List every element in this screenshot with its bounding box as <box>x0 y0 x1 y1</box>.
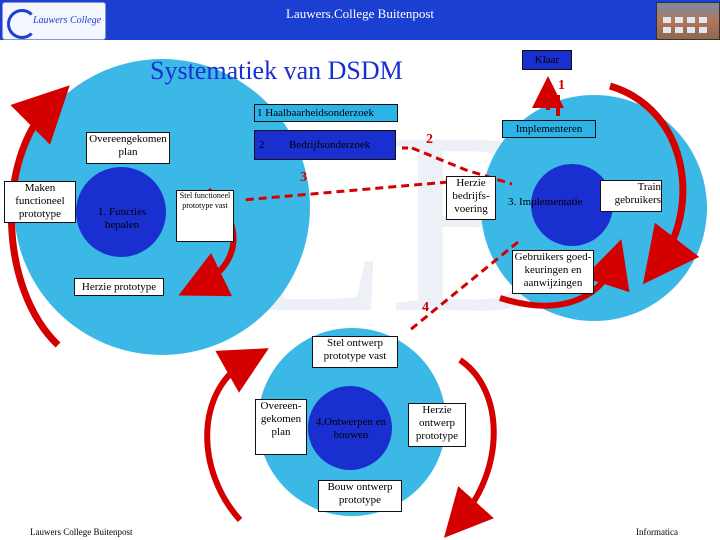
ontwerpen-bouwen-label: 4.Ontwerpen en bouwen <box>315 416 387 441</box>
stel-ontwerp-box: Stel ontwerp prototype vast <box>312 336 398 368</box>
logo-swoosh-icon <box>7 9 37 39</box>
inner-circle-bottom <box>308 386 392 470</box>
haalbaarheid-box: 1 Haalbaarheidsonderzoek <box>254 104 398 122</box>
curved-arrow-left <box>7 85 70 348</box>
inner-circle-right <box>531 164 613 246</box>
curved-arrow-right-inner <box>499 239 630 309</box>
bedrijfs-label: Bedrijfsonderzoek <box>289 139 371 151</box>
footer-subject: Informatica <box>636 527 678 537</box>
overeengekomen-plan-box-2: Overeen-gekomen plan <box>255 399 307 455</box>
dashed-link-3 <box>242 180 449 202</box>
klaar-box: Klaar <box>522 50 572 70</box>
school-logo: Lauwers College <box>2 2 106 40</box>
implementeren-box: Implementeren <box>502 120 596 138</box>
herzie-bedrijfsvoering-box: Herzie bedrijfs-voering <box>446 176 496 220</box>
header-bar <box>0 0 720 40</box>
train-gebruikers-box: Train gebruikers <box>600 180 662 212</box>
gebruikers-goedkeuringen-box: Gebruikers goed-keuringen en aanwijzinge… <box>512 250 594 294</box>
footer-school: Lauwers College Buitenpost <box>30 527 133 537</box>
herzie-prototype-box: Herzie prototype <box>74 278 164 296</box>
slide-title: Systematiek van DSDM <box>150 56 403 85</box>
step-number-2: 2 <box>426 132 433 147</box>
functies-bepalen-label: 1. Functies bepalen <box>97 206 147 231</box>
bouw-ontwerp-box: Bouw ontwerp prototype <box>318 480 402 512</box>
logo-text: Lauwers College <box>33 15 102 26</box>
herzie-ontwerp-box: Herzie ontwerp prototype <box>408 403 466 447</box>
bedrijfs-box: 2 Bedrijfsonderzoek <box>254 130 396 160</box>
dashed-link-4 <box>409 240 519 332</box>
curved-arrow-right-top <box>608 82 700 285</box>
implementatie-label: 3. Implementatie <box>508 196 583 208</box>
dashed-link-2 <box>411 146 513 186</box>
step-number-4: 4 <box>422 300 429 315</box>
step-number-3: 3 <box>300 170 307 185</box>
maken-functioneel-box: Maken functioneel prototype <box>4 181 76 223</box>
curved-arrow-bottom-left <box>204 348 269 523</box>
curved-arrow-bottom-right <box>443 357 497 538</box>
inner-circle-left <box>76 167 166 257</box>
step-number-1: 1 <box>558 78 565 93</box>
stel-functioneel-box: Stel functioneel prototype vast <box>176 190 234 242</box>
header-title: Lauwers.College Buitenpost <box>285 6 435 21</box>
bedrijfs-number: 2 <box>259 139 265 151</box>
overeengekomen-plan-box-1: Overeengekomen plan <box>86 132 170 164</box>
